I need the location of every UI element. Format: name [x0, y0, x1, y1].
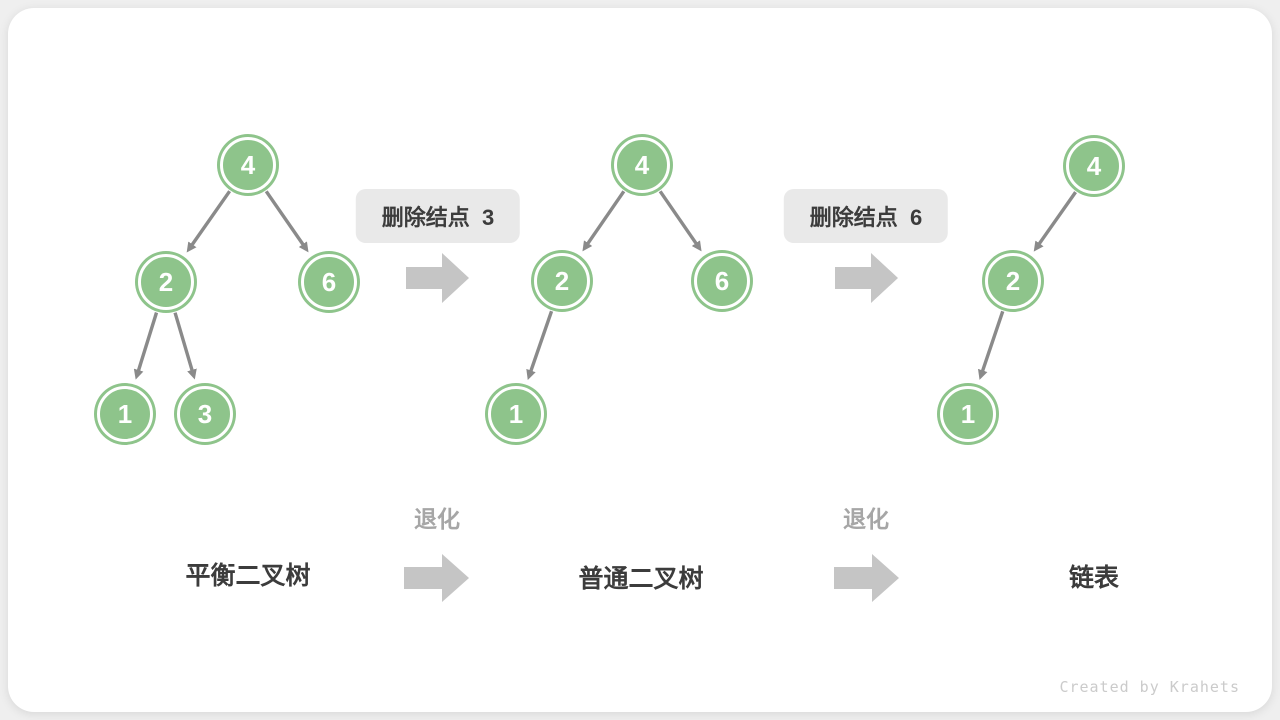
degrade-arrow-icon: [834, 554, 899, 602]
tree-edge: [186, 190, 232, 253]
tree-node-3: 3: [177, 386, 233, 442]
tree-edge: [978, 310, 1005, 380]
tree-node-2: 2: [985, 253, 1041, 309]
delete-node-6-label: 删除结点 6: [783, 189, 949, 243]
tree-node-4: 4: [1066, 138, 1122, 194]
step-arrow-icon: [406, 253, 469, 303]
tree-node-4: 4: [614, 137, 670, 193]
tree-node-2: 2: [138, 254, 194, 310]
tree-node-6: 6: [301, 254, 357, 310]
diagram-card: [8, 8, 1272, 712]
tree-node-1: 1: [488, 386, 544, 442]
tree-edge: [1033, 191, 1077, 252]
caption-linked-list: 链表: [1068, 564, 1120, 592]
tree-edge: [526, 310, 554, 380]
caption-ordinary-binary-tree: 普通二叉树: [578, 565, 704, 593]
tree-node-2: 2: [534, 253, 590, 309]
tree-edge: [173, 312, 197, 380]
tree-node-6: 6: [694, 253, 750, 309]
step-arrow-icon: [835, 253, 898, 303]
tree-edge: [582, 190, 626, 252]
delete-node-3-label: 删除结点 3: [355, 189, 521, 243]
watermark-credit: Created by Krahets: [1059, 678, 1240, 696]
degrade-label: 退化: [843, 506, 889, 532]
tree-edge: [658, 190, 702, 252]
tree-node-1: 1: [940, 386, 996, 442]
tree-edge: [133, 312, 159, 380]
degrade-arrow-icon: [404, 554, 469, 602]
degrade-label: 退化: [414, 506, 460, 532]
caption-balanced-binary-tree: 平衡二叉树: [185, 562, 311, 590]
tree-node-4: 4: [220, 137, 276, 193]
tree-edge: [264, 190, 309, 253]
tree-node-1: 1: [97, 386, 153, 442]
